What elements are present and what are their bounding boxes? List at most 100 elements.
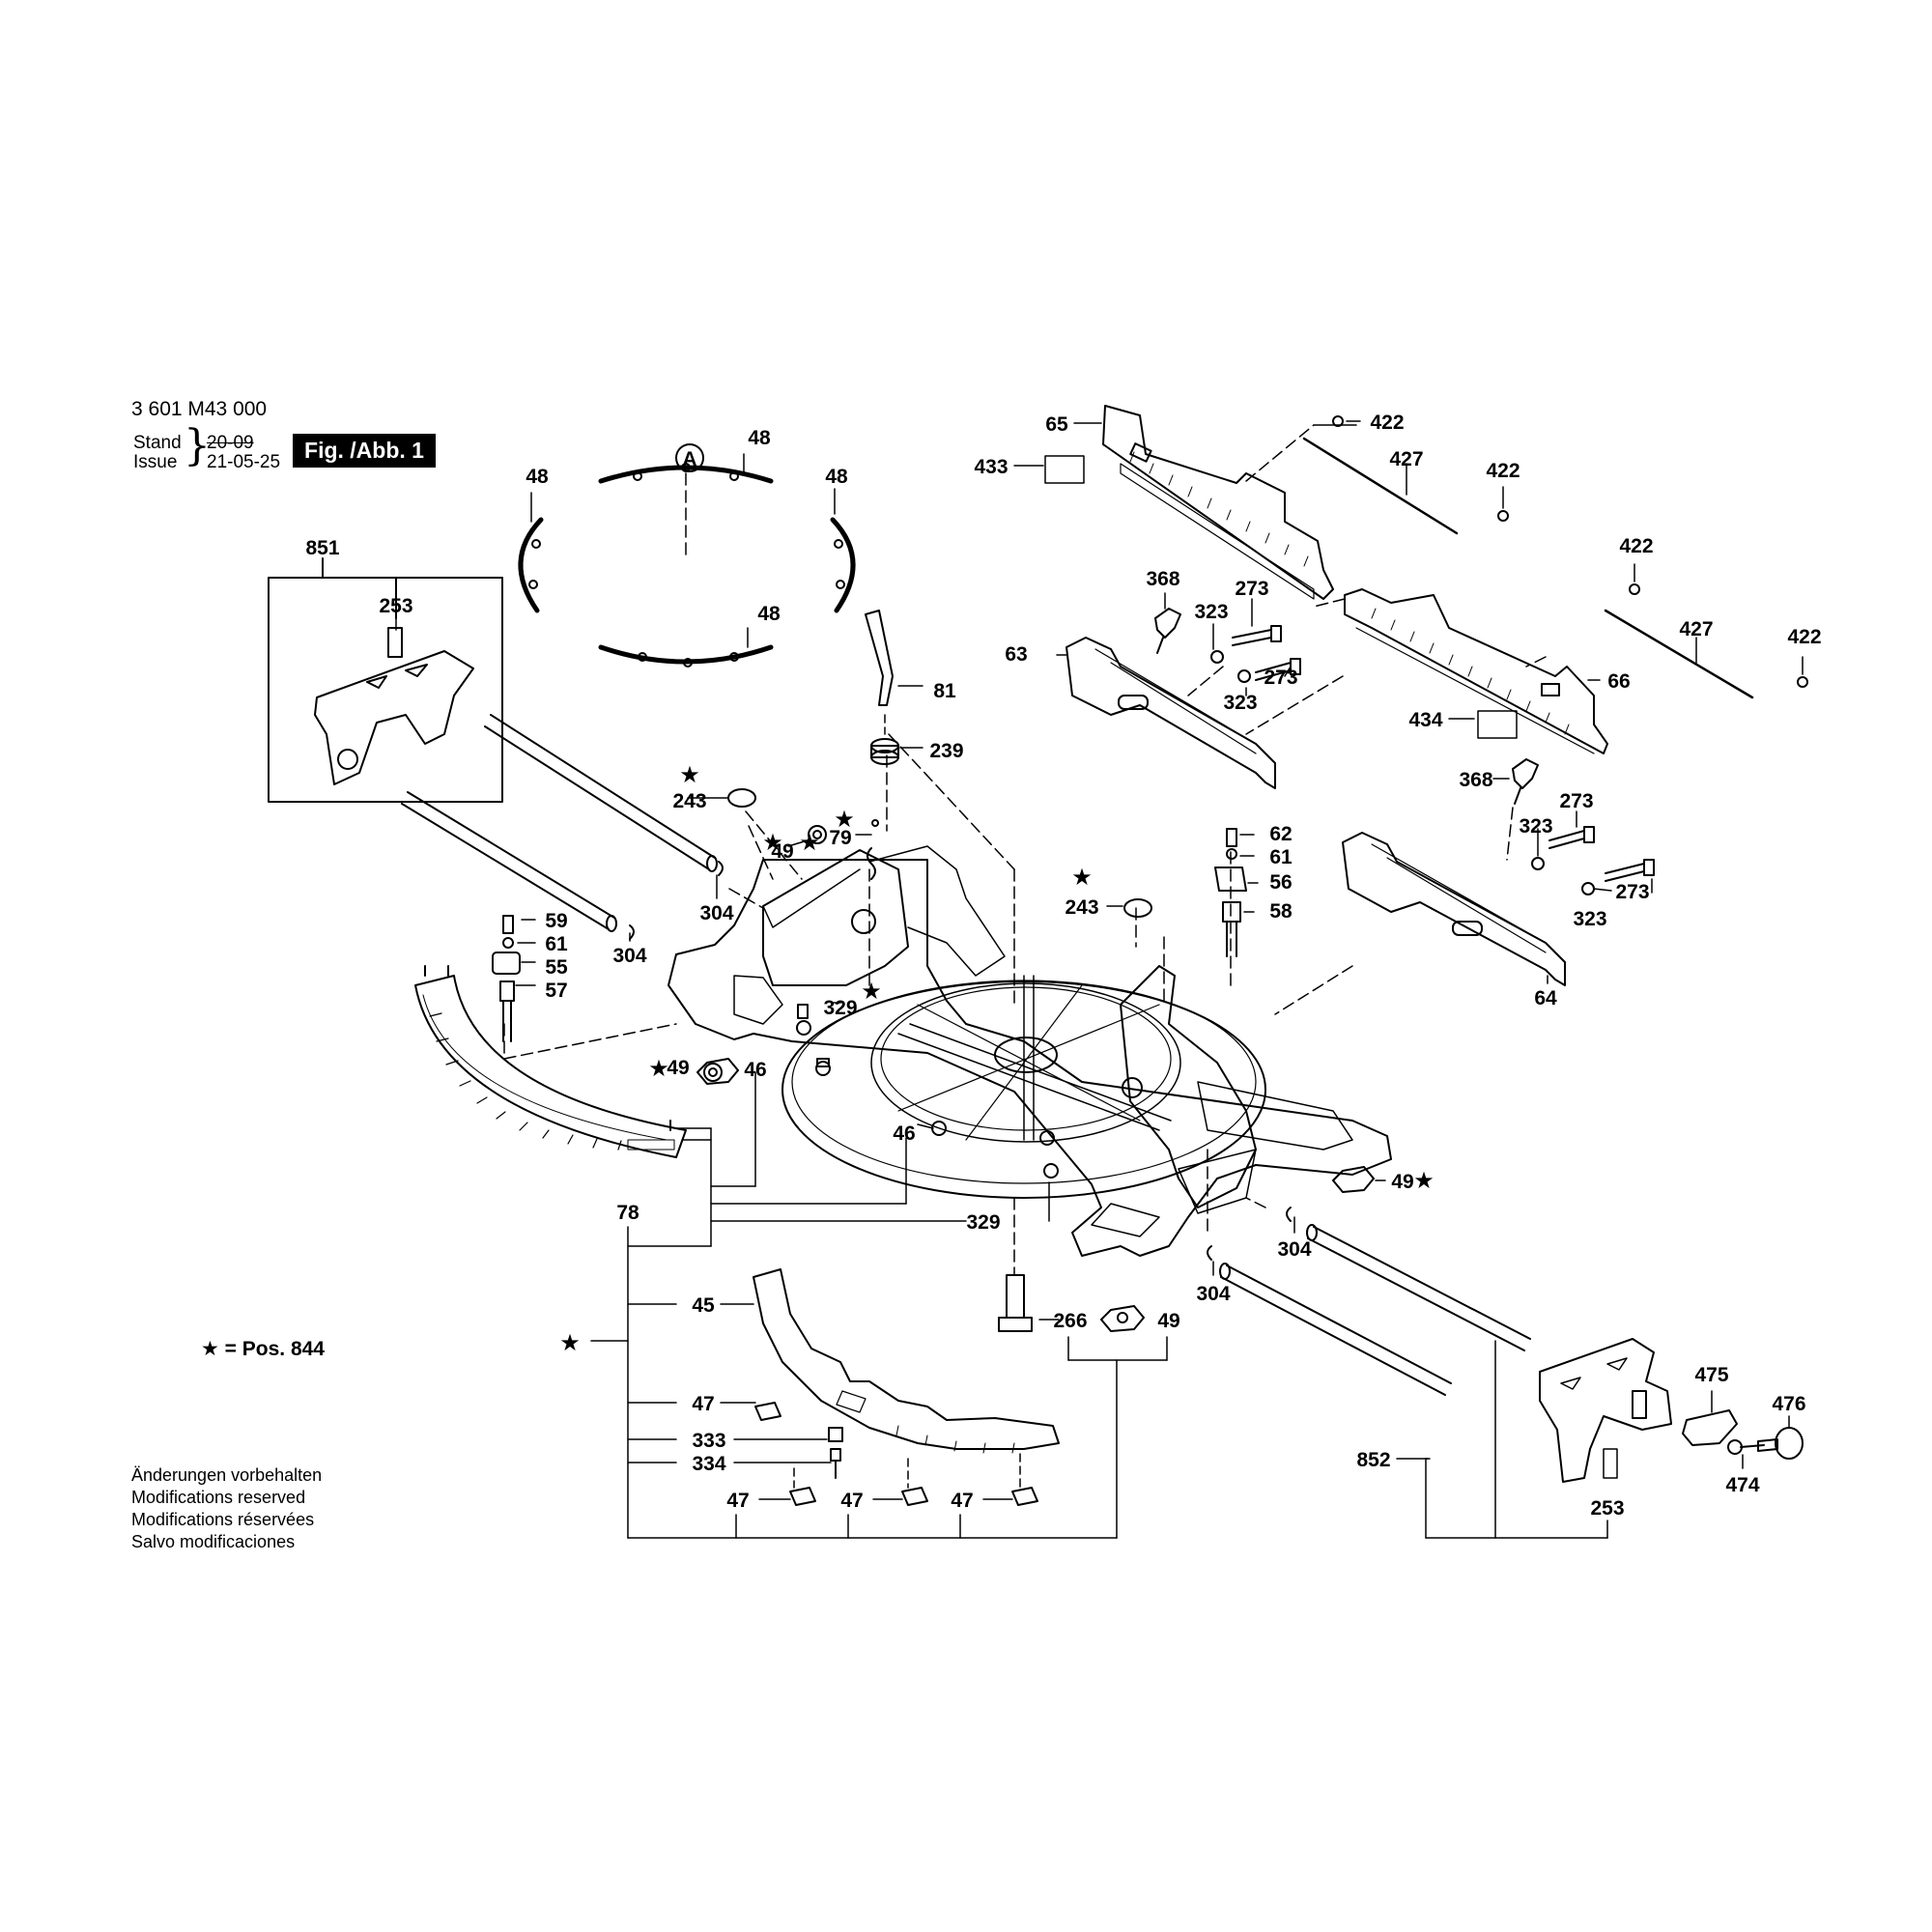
star-icon: ★ bbox=[679, 761, 700, 788]
knob-368-lower bbox=[1512, 758, 1539, 805]
part-label-273c: 273 bbox=[1559, 790, 1593, 812]
part-label-433: 433 bbox=[974, 456, 1008, 478]
part-label-48b: 48 bbox=[526, 466, 549, 488]
nut-49-bottom bbox=[1100, 1305, 1145, 1332]
nut-47-b bbox=[789, 1487, 816, 1506]
screw-329b bbox=[1039, 1130, 1059, 1179]
part-label-64: 64 bbox=[1534, 987, 1557, 1009]
legend-text: = Pos. 844 bbox=[224, 1338, 325, 1360]
mitre-scale bbox=[414, 975, 687, 1158]
part-label-49a: 49 bbox=[771, 840, 793, 863]
rail-lower-right bbox=[1219, 1263, 1452, 1396]
screw-329 bbox=[796, 1004, 811, 1036]
part-label-48a: 48 bbox=[748, 427, 771, 449]
bearing-plate-45 bbox=[753, 1268, 1060, 1454]
part-label-58: 58 bbox=[1269, 900, 1293, 923]
part-label-79: 79 bbox=[829, 827, 851, 849]
nut-49-left bbox=[696, 1058, 739, 1085]
part-label-48c: 48 bbox=[825, 466, 848, 488]
star-icon: ★ bbox=[201, 1338, 219, 1360]
part-label-47d: 47 bbox=[951, 1490, 973, 1512]
part-label-61b: 61 bbox=[1269, 846, 1293, 868]
figure-label: Fig. /Abb. 1 bbox=[293, 434, 436, 468]
part-label-46b: 46 bbox=[893, 1122, 915, 1145]
part-label-49b: 49 bbox=[667, 1057, 689, 1079]
part-label-48d: 48 bbox=[757, 603, 781, 625]
part-label-304a: 304 bbox=[699, 902, 733, 924]
part-label-476: 476 bbox=[1772, 1393, 1805, 1415]
part-label-422a: 422 bbox=[1370, 412, 1404, 434]
star-icon: ★ bbox=[861, 978, 882, 1005]
rod-427-lower bbox=[1604, 609, 1754, 699]
part-label-253b: 253 bbox=[1590, 1497, 1624, 1520]
part-label-243a: 243 bbox=[672, 790, 706, 812]
part-label-61a: 61 bbox=[545, 933, 568, 955]
issue-label: Issue bbox=[133, 452, 178, 472]
stand-label: Stand bbox=[133, 433, 182, 453]
washer-243-left bbox=[727, 788, 756, 808]
star-markers: ★★★★★★★★★ bbox=[559, 761, 1435, 1356]
part-label-45: 45 bbox=[692, 1294, 715, 1317]
part-label-47b: 47 bbox=[726, 1490, 749, 1512]
callout-a: A bbox=[682, 448, 696, 470]
star-icon: ★ bbox=[559, 1329, 581, 1356]
pointer-assembly-left bbox=[492, 915, 521, 1042]
part-label-56: 56 bbox=[1269, 871, 1292, 894]
extension-end-left bbox=[314, 627, 474, 785]
part-label-323b: 323 bbox=[1223, 692, 1257, 714]
issue-date: 21-05-25 bbox=[207, 452, 281, 472]
rod-427-upper bbox=[1302, 437, 1459, 535]
part-label-422d: 422 bbox=[1787, 626, 1821, 648]
knob-476 bbox=[1757, 1427, 1804, 1460]
rubber-strip-left bbox=[518, 517, 544, 613]
part-label-62: 62 bbox=[1269, 823, 1292, 845]
screw-273-c bbox=[1548, 826, 1595, 849]
fence-65 bbox=[1102, 405, 1334, 600]
nut-49-right bbox=[1332, 1166, 1375, 1193]
part-label-368b: 368 bbox=[1459, 769, 1492, 791]
part-label-434: 434 bbox=[1408, 709, 1442, 731]
note-de: Änderungen vorbehalten bbox=[131, 1465, 323, 1485]
star-icon: ★ bbox=[762, 829, 783, 856]
rail-lower-left bbox=[401, 791, 617, 932]
part-label-329b: 329 bbox=[966, 1211, 1000, 1234]
modification-notes: Änderungen vorbehalten Modifications res… bbox=[131, 1464, 322, 1553]
part-label-66: 66 bbox=[1607, 670, 1630, 693]
callout-circle bbox=[675, 443, 704, 472]
part-label-427a: 427 bbox=[1389, 448, 1423, 470]
part-label-323c: 323 bbox=[1519, 815, 1552, 838]
label-434 bbox=[1477, 710, 1518, 739]
grommet-239 bbox=[870, 738, 899, 765]
part-number: 3 601 M43 000 bbox=[131, 398, 268, 420]
note-en: Modifications reserved bbox=[131, 1488, 306, 1507]
screw-273-d bbox=[1605, 859, 1655, 882]
part-label-55: 55 bbox=[545, 956, 568, 979]
star-icon: ★ bbox=[834, 806, 855, 833]
part-label-475: 475 bbox=[1694, 1364, 1728, 1386]
turntable bbox=[781, 975, 1266, 1199]
part-label-368a: 368 bbox=[1146, 568, 1179, 590]
knob-368-upper bbox=[1154, 608, 1181, 654]
part-label-304b: 304 bbox=[612, 945, 646, 967]
note-es: Salvo modificaciones bbox=[131, 1532, 296, 1551]
rubber-strip-bottom bbox=[598, 644, 774, 668]
part-label-63: 63 bbox=[1005, 643, 1027, 666]
part-label-49d: 49 bbox=[1157, 1310, 1179, 1332]
fence-base-63 bbox=[1065, 637, 1276, 789]
part-label-323a: 323 bbox=[1194, 601, 1228, 623]
note-fr: Modifications réservées bbox=[131, 1510, 315, 1529]
part-label-329a: 329 bbox=[823, 997, 857, 1019]
brace-icon: } bbox=[184, 421, 211, 470]
washer-243-right bbox=[1123, 898, 1152, 918]
part-label-81: 81 bbox=[933, 680, 956, 702]
part-label-65: 65 bbox=[1045, 413, 1068, 436]
part-label-333: 333 bbox=[692, 1430, 725, 1452]
part-label-253a: 253 bbox=[379, 595, 412, 617]
star-icon: ★ bbox=[799, 829, 820, 856]
screw-474 bbox=[1727, 1439, 1765, 1455]
part-label-323d: 323 bbox=[1573, 908, 1606, 930]
label-433 bbox=[1044, 455, 1085, 484]
legend: ★ = Pos. 844 bbox=[201, 1337, 325, 1361]
star-icon: ★ bbox=[1413, 1167, 1435, 1194]
